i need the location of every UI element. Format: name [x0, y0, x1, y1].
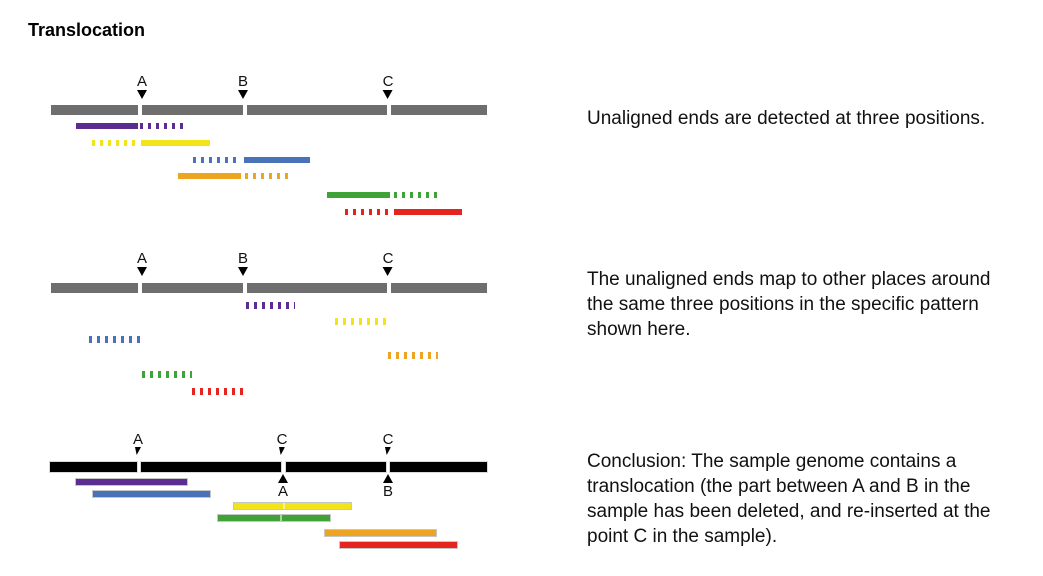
read-red-unaligned — [345, 209, 391, 215]
read-purple-unaligned — [140, 123, 186, 129]
marker-bottom-b: B — [382, 474, 394, 500]
reference-bar-segment — [142, 283, 243, 293]
read-yellow-unaligned — [92, 140, 138, 146]
wedge-marker-icon — [134, 447, 141, 455]
read-green-unaligned — [394, 192, 438, 198]
marker-c: C — [382, 73, 394, 99]
marker-top-c1-label: C — [276, 431, 288, 448]
marker-c: C — [382, 250, 394, 276]
caption-line: translocation (the part between A and B … — [587, 476, 971, 497]
read-red-aligned — [394, 209, 462, 215]
wedge-marker-icon — [279, 447, 285, 455]
arrow-up-icon — [277, 474, 288, 483]
caption-line: Unaligned ends are detected at three pos… — [587, 108, 986, 129]
reference-bar-segment — [51, 105, 138, 115]
arrow-down-icon — [136, 267, 147, 276]
sample-read-red — [339, 541, 458, 549]
caption-line: shown here. — [587, 319, 691, 340]
marker-top-c2: C — [382, 431, 394, 455]
caption-line: The unaligned ends map to other places a… — [587, 269, 991, 290]
sample-read-yellow — [233, 502, 352, 510]
marker-top-a-label: A — [132, 431, 144, 448]
reference-bar-segment — [51, 283, 138, 293]
marker-c-label: C — [382, 73, 394, 90]
marker-b: B — [237, 250, 249, 276]
read-blue-aligned — [244, 157, 310, 163]
marker-b: B — [237, 73, 249, 99]
sample-read-orange — [324, 529, 437, 537]
read-green-aligned — [327, 192, 390, 198]
sample-bar-segment — [286, 462, 386, 472]
remap-purple — [246, 302, 295, 309]
marker-bottom-a: A — [277, 474, 289, 500]
caption-panel2: The unaligned ends map to other places a… — [587, 267, 991, 342]
reference-bar-segment — [391, 105, 487, 115]
read-yellow-aligned — [141, 140, 210, 146]
marker-a-label: A — [136, 73, 148, 90]
marker-b-label: B — [237, 250, 249, 267]
caption-line: sample has been deleted, and re-inserted… — [587, 501, 991, 522]
marker-c-label: C — [382, 250, 394, 267]
marker-top-a: A — [132, 431, 144, 455]
read-purple-aligned — [76, 123, 138, 129]
arrow-down-icon — [383, 267, 393, 276]
page-title: Translocation — [28, 20, 146, 40]
arrow-down-icon — [237, 90, 248, 99]
junction-seam — [283, 503, 285, 509]
reference-bar-segment — [247, 105, 387, 115]
marker-bottom-b-label: B — [382, 483, 394, 500]
marker-a: A — [136, 73, 148, 99]
caption-line: the same three positions in the specific… — [587, 294, 979, 315]
caption-panel1: Unaligned ends are detected at three pos… — [587, 106, 985, 131]
sample-bar-segment — [390, 462, 487, 472]
marker-bottom-a-label: A — [277, 483, 289, 500]
arrow-up-icon — [382, 474, 393, 483]
marker-a: A — [136, 250, 148, 276]
sample-bar-segment — [50, 462, 137, 472]
reference-bar-segment — [142, 105, 243, 115]
caption-line: point C in the sample). — [587, 526, 778, 547]
remap-green — [142, 371, 192, 378]
marker-a-label: A — [136, 250, 148, 267]
remap-yellow — [335, 318, 387, 325]
caption-panel3: Conclusion: The sample genome contains a… — [587, 449, 991, 549]
arrow-down-icon — [237, 267, 248, 276]
read-blue-unaligned — [193, 157, 241, 163]
marker-top-c1: C — [276, 431, 288, 455]
read-orange-aligned — [178, 173, 241, 179]
sample-read-blue — [92, 490, 211, 498]
junction-seam — [280, 515, 282, 521]
reference-bar-segment — [247, 283, 387, 293]
arrow-down-icon — [136, 90, 147, 99]
wedge-marker-icon — [385, 447, 391, 455]
remap-orange — [388, 352, 438, 359]
sample-read-green — [217, 514, 331, 522]
arrow-down-icon — [383, 90, 393, 99]
caption-line: Conclusion: The sample genome contains a — [587, 451, 957, 472]
sample-bar-segment — [141, 462, 281, 472]
remap-red — [192, 388, 245, 395]
marker-top-c2-label: C — [382, 431, 394, 448]
sample-read-purple — [75, 478, 188, 486]
reference-bar-segment — [391, 283, 487, 293]
read-orange-unaligned — [245, 173, 290, 179]
remap-blue — [89, 336, 142, 343]
marker-b-label: B — [237, 73, 249, 90]
